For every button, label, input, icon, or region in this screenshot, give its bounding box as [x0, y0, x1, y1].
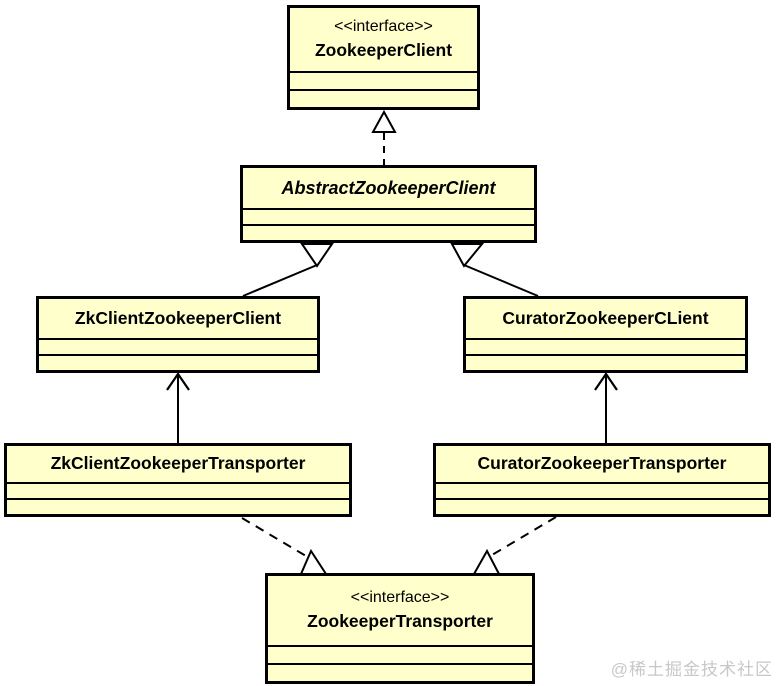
- class-curator-zookeeper-client: CuratorZookeeperCLient: [463, 296, 748, 373]
- class-name: CuratorZookeeperTransporter: [477, 453, 727, 474]
- realization-zkclienttransporter-to-zookeepertransporter: [241, 517, 328, 575]
- class-name: AbstractZookeeperClient: [281, 177, 496, 198]
- generalization-zkclientclient-to-abstract: [242, 243, 334, 297]
- class-title: CuratorZookeeperCLient: [466, 299, 745, 338]
- class-abstract-zookeeper-client: AbstractZookeeperClient: [240, 165, 537, 243]
- class-name: ZkClientZookeeperClient: [74, 307, 282, 328]
- methods-compartment: [7, 498, 349, 514]
- class-name: ZkClientZookeeperTransporter: [50, 453, 306, 474]
- class-name: CuratorZookeeperCLient: [502, 307, 709, 328]
- class-zookeeper-transporter: <<interface>> ZookeeperTransporter: [265, 573, 535, 684]
- stereotype-label: <<interface>>: [334, 18, 433, 36]
- class-title: <<interface>> ZookeeperTransporter: [268, 576, 532, 645]
- realization-abstract-to-zookeeperclient: [371, 109, 397, 165]
- class-zkclient-zookeeper-client: ZkClientZookeeperClient: [36, 296, 320, 373]
- methods-compartment: [466, 354, 745, 370]
- class-zookeeper-client: <<interface>> ZookeeperClient: [287, 5, 480, 110]
- methods-compartment: [290, 89, 477, 107]
- association-zkclienttransporter-to-zkclientclient: [166, 372, 190, 443]
- attributes-compartment: [39, 338, 317, 354]
- class-title: ZkClientZookeeperTransporter: [7, 446, 349, 482]
- watermark: @稀土掘金技术社区: [610, 660, 773, 679]
- methods-compartment: [39, 354, 317, 370]
- class-title: ZkClientZookeeperClient: [39, 299, 317, 338]
- attributes-compartment: [268, 645, 532, 663]
- attributes-compartment: [243, 208, 534, 224]
- realization-curatortransporter-to-zookeepertransporter: [472, 516, 557, 575]
- attributes-compartment: [7, 482, 349, 498]
- methods-compartment: [243, 224, 534, 240]
- class-name: ZookeeperClient: [314, 40, 453, 61]
- stereotype-label: <<interface>>: [350, 589, 450, 607]
- attributes-compartment: [466, 338, 745, 354]
- class-title: CuratorZookeeperTransporter: [436, 446, 768, 482]
- generalization-curatorclient-to-abstract: [450, 243, 539, 297]
- class-title: AbstractZookeeperClient: [243, 168, 534, 208]
- methods-compartment: [268, 663, 532, 681]
- class-curator-zookeeper-transporter: CuratorZookeeperTransporter: [433, 443, 771, 517]
- attributes-compartment: [290, 71, 477, 89]
- methods-compartment: [436, 498, 768, 514]
- class-zkclient-zookeeper-transporter: ZkClientZookeeperTransporter: [4, 443, 352, 517]
- class-title: <<interface>> ZookeeperClient: [290, 8, 477, 71]
- class-name: ZookeeperTransporter: [307, 611, 493, 632]
- attributes-compartment: [436, 482, 768, 498]
- association-curatortransporter-to-curatorclient: [594, 372, 618, 443]
